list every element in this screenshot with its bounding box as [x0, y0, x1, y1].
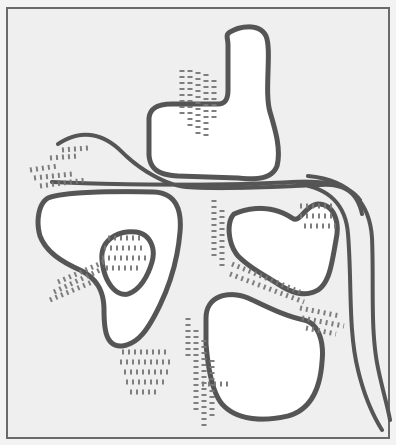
sketch-diagram [0, 0, 396, 445]
diagram-canvas [0, 0, 396, 445]
